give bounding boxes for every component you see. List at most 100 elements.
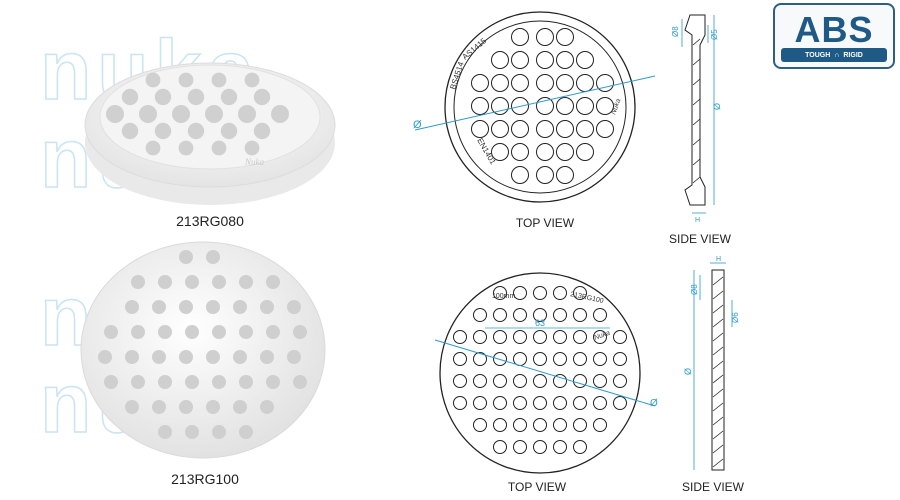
grate-hole (152, 300, 166, 314)
drawing-hole (553, 440, 567, 454)
drawing-hole (613, 374, 627, 388)
grate-hole (179, 350, 193, 364)
badge-link-icon: ∩ (834, 51, 840, 59)
grate-hole (154, 88, 172, 106)
side2-dim-h: H (716, 256, 721, 263)
grate-hole (244, 72, 260, 88)
top-view-label-1: TOP VIEW (515, 216, 575, 230)
drawing-hole (533, 286, 547, 300)
grate-hole (293, 375, 307, 389)
section-hatch (712, 360, 724, 370)
side-view-drawing-2: H Ø8 Ø6 Ø (683, 256, 740, 471)
grate-hole (158, 425, 172, 439)
section-hatch (712, 402, 724, 412)
drawing-hole (576, 143, 594, 161)
grate-hole (206, 350, 220, 364)
drawing-hole (513, 286, 527, 300)
grate-hole (244, 140, 260, 156)
drawing-hole (533, 396, 547, 410)
grate-hole (220, 122, 238, 140)
drawing-hole (556, 166, 574, 184)
grate-hole (179, 400, 193, 414)
drawing-hole (471, 74, 489, 92)
drawing-hole (473, 374, 487, 388)
drawing-hole (453, 396, 467, 410)
drawing-hole (553, 396, 567, 410)
drawing-hole (536, 166, 554, 184)
drawing-hole (576, 97, 594, 115)
grate-hole (220, 88, 238, 106)
section-hatch (712, 332, 724, 342)
drawing-hole (596, 97, 614, 115)
drawing-hole (573, 330, 587, 344)
grate-hole (266, 325, 280, 339)
grate-hole (179, 250, 193, 264)
drawing-hole (533, 308, 547, 322)
section-hatch (712, 458, 724, 468)
grate-hole (121, 88, 139, 106)
drawing-hole (533, 330, 547, 344)
badge-bar: TOUGH ∩ RIGID (781, 48, 887, 62)
grate-hole (145, 140, 161, 156)
side2-dim-body: Ø (683, 368, 693, 375)
grate-hole (98, 350, 112, 364)
drawing-hole (573, 286, 587, 300)
section-hatch (712, 388, 724, 398)
grate-hole (293, 325, 307, 339)
grate-hole (260, 350, 274, 364)
abs-material-badge: ABS TOUGH ∩ RIGID (773, 3, 895, 69)
drawing-hole (536, 28, 554, 46)
grate-hole (172, 105, 190, 123)
drawing-hole (493, 286, 507, 300)
side-view-label-2: SIDE VIEW (681, 480, 744, 494)
drawing-hole (573, 352, 587, 366)
drawing-hole (511, 74, 529, 92)
drawing-hole (593, 418, 607, 432)
grate-hole (212, 425, 226, 439)
grate-hole (185, 275, 199, 289)
drawing-hole (491, 74, 509, 92)
grate-hole (205, 105, 223, 123)
grate-hole (125, 300, 139, 314)
grate-hole (271, 105, 289, 123)
drawing-hole (513, 352, 527, 366)
drawing-hole (553, 330, 567, 344)
grate-hole (106, 105, 124, 123)
drawing-hole (576, 120, 594, 138)
side-dim-d1: Ø8 (671, 26, 680, 37)
drawing-hole (573, 440, 587, 454)
diameter-label-1: Ø (413, 119, 422, 131)
section-hatch (712, 304, 724, 314)
drawing-hole (536, 51, 554, 69)
grate-hole (152, 400, 166, 414)
badge-rigid: RIGID (843, 51, 863, 59)
grate-hole (206, 400, 220, 414)
grate-hole (158, 375, 172, 389)
grate-hole (206, 250, 220, 264)
drawing-hole (453, 330, 467, 344)
grate-hole (239, 325, 253, 339)
drawing-hole (473, 330, 487, 344)
drawing-hole (473, 418, 487, 432)
grate-hole (145, 72, 161, 88)
drawing-hole (593, 374, 607, 388)
section-hatch (712, 318, 724, 328)
side2-dim-d1: Ø8 (690, 284, 699, 295)
product-code-2: 213RG100 (171, 471, 239, 487)
drawing-hole (593, 308, 607, 322)
drawing-hole (533, 440, 547, 454)
drawing-hole (613, 352, 627, 366)
side-view-label-1: SIDE VIEW (668, 232, 731, 246)
grate-hole (233, 400, 247, 414)
grate-hole (185, 425, 199, 439)
grate-hole (152, 350, 166, 364)
drawing-hole (513, 418, 527, 432)
drawing-hole (491, 51, 509, 69)
drawing-hole (513, 396, 527, 410)
section-hatch (712, 416, 724, 426)
badge-tough: TOUGH (805, 51, 831, 59)
drawing-hole (596, 74, 614, 92)
drawing-hole (536, 120, 554, 138)
drawing-hole (556, 97, 574, 115)
drawing-hole (493, 374, 507, 388)
